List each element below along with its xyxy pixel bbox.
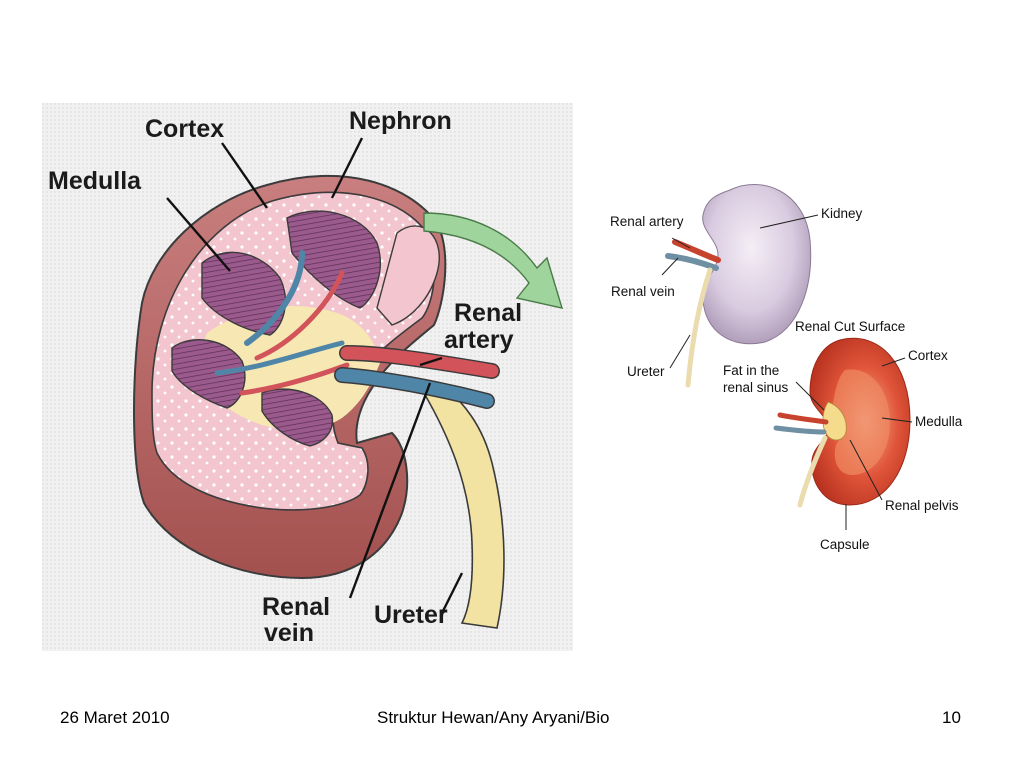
pointer-arrow	[423, 212, 564, 309]
label-renal-vein-2: vein	[264, 619, 314, 647]
renal-artery-fill	[340, 346, 499, 378]
side-leader-lines	[661, 214, 913, 530]
external-artery	[672, 239, 721, 263]
cut-vein	[773, 425, 827, 435]
side-label-fat-1: Fat in the	[723, 363, 779, 378]
side-label-renal-pelvis: Renal pelvis	[885, 498, 959, 513]
label-nephron: Nephron	[349, 107, 452, 135]
ureter-tube	[422, 387, 505, 629]
external-vein	[665, 253, 719, 271]
kidney-external	[702, 183, 812, 345]
cut-artery	[777, 412, 829, 425]
side-label-medulla: Medulla	[915, 414, 963, 429]
side-label-kidney: Kidney	[821, 206, 863, 221]
label-cortex: Cortex	[145, 115, 224, 143]
label-renal-artery-2: artery	[444, 326, 514, 354]
label-ureter: Ureter	[374, 601, 448, 629]
pyramid-1	[201, 251, 287, 336]
external-ureter	[685, 267, 713, 388]
label-renal-vein-1: Renal	[262, 593, 330, 621]
label-medulla: Medulla	[48, 167, 142, 195]
cut-ureter	[797, 435, 828, 508]
side-label-capsule: Capsule	[820, 537, 870, 552]
side-label-renal-cut-surface: Renal Cut Surface	[795, 319, 905, 334]
side-label-cortex: Cortex	[908, 348, 948, 363]
label-renal-artery-1: Renal	[454, 299, 522, 327]
pyramid-2	[286, 210, 381, 309]
footer-page-number: 10	[942, 708, 961, 727]
side-label-renal-artery: Renal artery	[610, 214, 684, 229]
medulla-pyramids	[171, 210, 381, 447]
kidney-cross-section-diagram: Cortex Nephron Medulla Renal artery Rena…	[42, 103, 573, 651]
nephron-inset	[376, 225, 440, 326]
side-label-fat-2: renal sinus	[723, 380, 789, 395]
footer-title: Struktur Hewan/Any Aryani/Bio	[377, 708, 610, 727]
cut-medulla	[832, 369, 890, 475]
leader-lines	[166, 137, 464, 614]
side-label-renal-vein: Renal vein	[611, 284, 675, 299]
footer-date: 26 Maret 2010	[60, 708, 170, 727]
internal-vessels	[214, 250, 350, 396]
renal-vein-fill	[335, 368, 494, 408]
side-label-ureter: Ureter	[627, 364, 665, 379]
pyramid-4	[261, 388, 334, 447]
kidney-external-and-cut-diagram: Renal artery Kidney Renal vein Renal Cut…	[610, 183, 963, 552]
